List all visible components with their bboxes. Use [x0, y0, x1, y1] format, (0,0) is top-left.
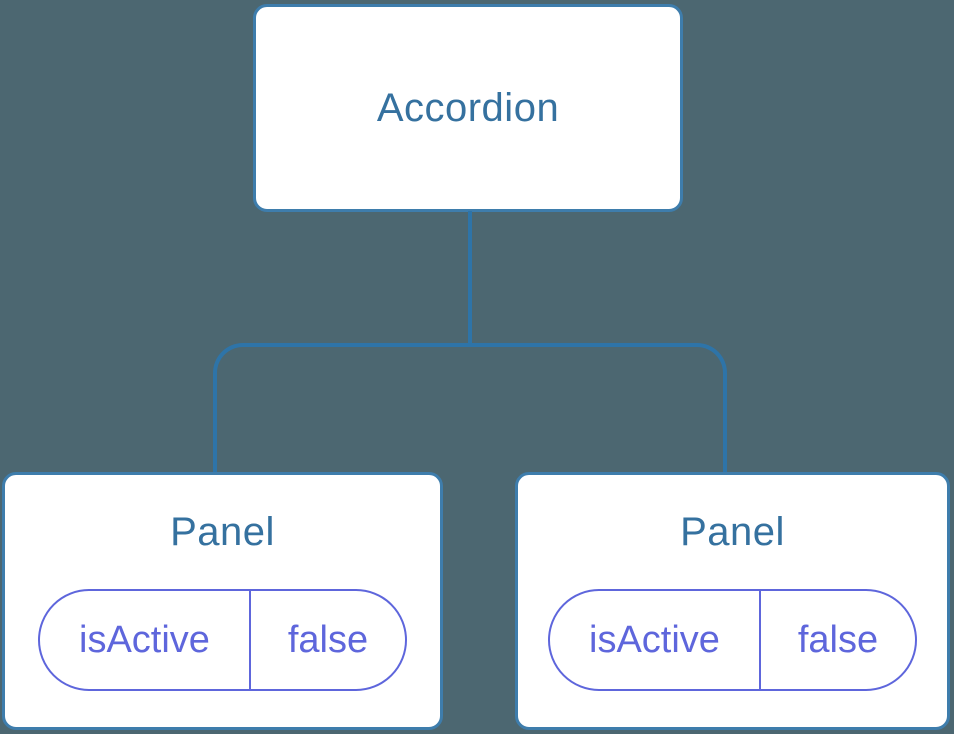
panel-2-label: Panel	[680, 509, 785, 554]
component-node-panel-1: Panel isActive false	[2, 472, 443, 730]
panel-2-state-pill: isActive false	[548, 589, 917, 691]
component-node-accordion: Accordion	[253, 4, 683, 212]
panel-1-state-name: isActive	[40, 591, 251, 689]
component-node-panel-2: Panel isActive false	[515, 472, 950, 730]
panel-1-state-value: false	[287, 618, 369, 661]
tree-connector-stem	[468, 211, 472, 347]
tree-connector-branch	[213, 343, 727, 472]
panel-1-label: Panel	[170, 509, 275, 554]
accordion-node-label: Accordion	[376, 85, 560, 130]
panel-1-state-pill: isActive false	[38, 589, 407, 691]
panel-2-state-name: isActive	[550, 591, 761, 689]
panel-2-state-value: false	[797, 618, 879, 661]
